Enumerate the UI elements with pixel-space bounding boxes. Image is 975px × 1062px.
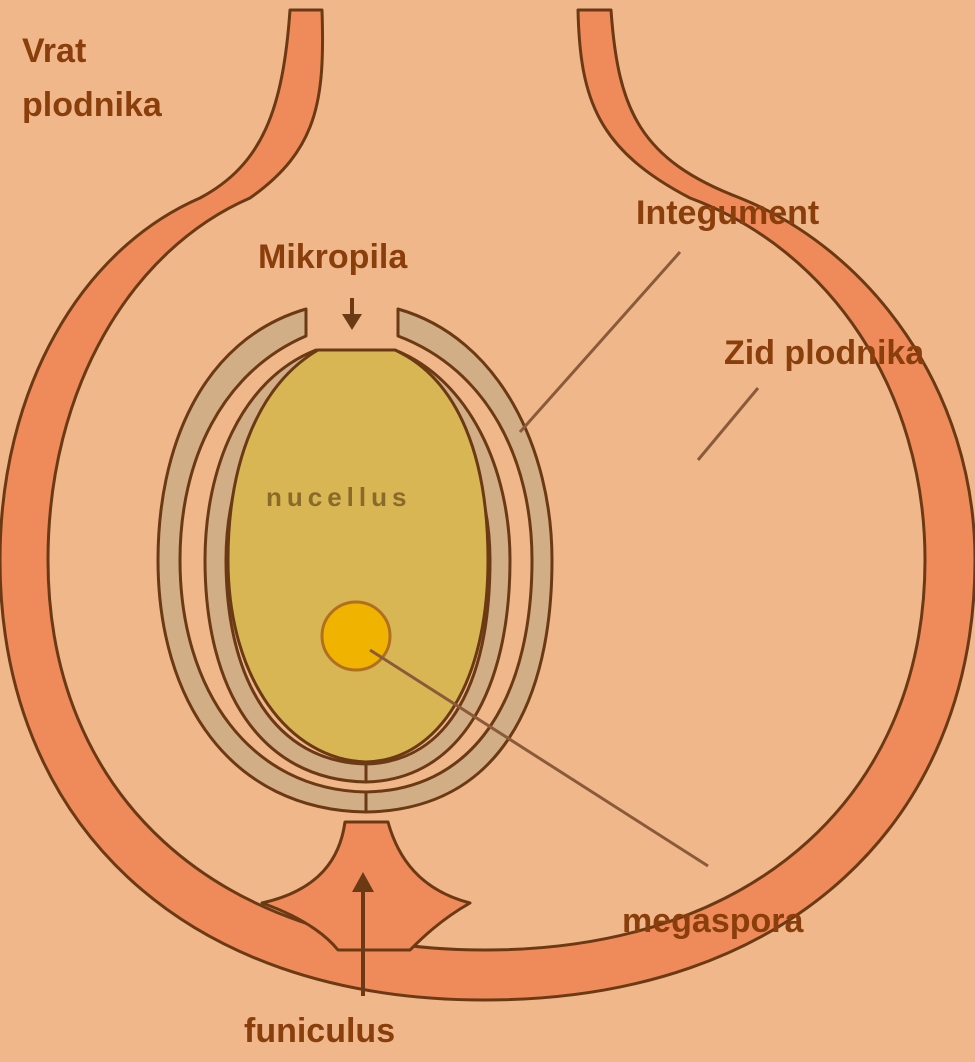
megaspora-label: megaspora xyxy=(622,900,803,942)
megaspore xyxy=(322,602,390,670)
integument-label: Integument xyxy=(636,192,819,234)
zid-plodnika-pointer xyxy=(698,388,758,460)
integument-pointer xyxy=(520,252,680,432)
mikropila-label: Mikropila xyxy=(258,236,407,278)
micropyle-arrow xyxy=(342,298,362,330)
zid-plodnika-label: Zid plodnika xyxy=(724,332,924,374)
nucellus-label: nucellus xyxy=(266,482,411,513)
vrat-plodnika-label-line2: plodnika xyxy=(22,84,162,126)
vrat-plodnika-label-line1: Vrat xyxy=(22,30,86,72)
funiculus-label: funiculus xyxy=(244,1010,395,1052)
